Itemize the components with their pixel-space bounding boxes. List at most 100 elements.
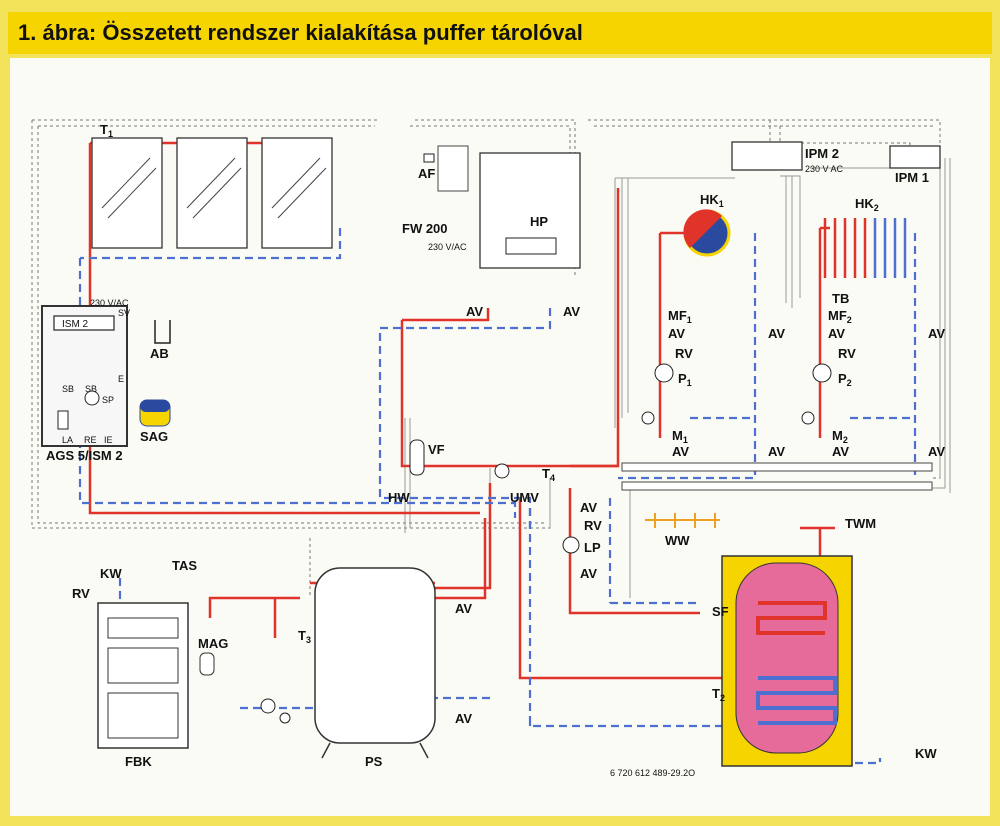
dhw-tank [735, 562, 839, 754]
label-ww: WW [665, 533, 690, 548]
label-t3: T3 [298, 628, 311, 645]
ww-taps-icon [645, 513, 720, 528]
label-kw-right: KW [915, 746, 937, 761]
label-af: AF [418, 166, 435, 181]
label-re: RE [84, 435, 97, 445]
label-p1: P1 [678, 371, 692, 388]
label-av-m2-b: AV [928, 444, 945, 459]
label-ps: PS [365, 754, 383, 769]
label-ipm1: IPM 1 [895, 170, 929, 185]
label-sp: SP [102, 395, 114, 405]
label-av-m1-b: AV [768, 444, 785, 459]
heating-coil-icon [756, 676, 837, 725]
diagram-canvas: T1 ISM 2 230 V/AC SV SB SB SP E LA RE IE… [10, 58, 990, 816]
label-av-hk2-b: AV [928, 326, 945, 341]
solar-collectors [91, 137, 333, 249]
label-av-hk1-b: AV [768, 326, 785, 341]
pump-p2-icon [812, 363, 832, 383]
ipm2-module [731, 141, 803, 171]
solar-coil-icon [756, 601, 827, 635]
return-manifold [621, 481, 933, 491]
mixer-m2-motor-icon [801, 411, 815, 425]
label-av-lp-a: AV [580, 500, 597, 515]
title-bar: 1. ábra: Összetett rendszer kialakítása … [8, 12, 992, 54]
flow-manifold [621, 462, 933, 472]
label-av-boiler-right: AV [563, 304, 580, 319]
label-hk2: HK2 [855, 196, 879, 213]
af-sensor [423, 153, 435, 163]
mag-vessel-icon [199, 652, 215, 676]
label-mag: MAG [198, 636, 228, 651]
label-rv2: RV [838, 346, 856, 361]
label-m2: M2 [832, 428, 848, 445]
boiler-mixer-motor-icon [279, 712, 291, 724]
mixer-m1-motor-icon [641, 411, 655, 425]
boiler-pump-icon [260, 698, 276, 714]
label-vf: VF [428, 442, 445, 457]
label-mf2: MF2 [828, 308, 852, 325]
label-ism2: ISM 2 [62, 319, 89, 330]
label-e: E [118, 374, 124, 384]
label-voltage-fw: 230 V/AC [428, 242, 467, 252]
label-rv-lp: RV [584, 518, 602, 533]
label-ab: AB [150, 346, 169, 361]
hk2-floor-heating-icon [823, 218, 867, 278]
label-p2: P2 [838, 371, 852, 388]
fw200-controller [505, 237, 557, 255]
ab-vessel-icon [154, 320, 171, 344]
label-hk1: HK1 [700, 192, 724, 209]
label-av-ps-a: AV [455, 601, 472, 616]
label-kw-left: KW [100, 566, 122, 581]
label-av-m1-a: AV [672, 444, 689, 459]
pump-lp-icon [562, 536, 580, 554]
label-ipm2: IPM 2 [805, 146, 839, 161]
label-sb1: SB [62, 384, 74, 394]
wall-icon [437, 145, 469, 192]
collector-1 [91, 137, 163, 249]
label-sag: SAG [140, 429, 168, 444]
collector-3 [261, 137, 333, 249]
label-t1: T1 [100, 122, 113, 139]
label-av-hk1-a: AV [668, 326, 685, 341]
pump-p1-icon [654, 363, 674, 383]
label-ie: IE [104, 435, 113, 445]
label-twm: TWM [845, 516, 876, 531]
label-fw200: FW 200 [402, 221, 448, 236]
label-sb2: SB [85, 384, 97, 394]
label-voltage-ipm: 230 V AC [805, 164, 844, 174]
label-m1: M1 [672, 428, 688, 445]
label-la: LA [62, 435, 73, 445]
label-lp: LP [584, 540, 601, 555]
label-voltage-ism: 230 V/AC [90, 298, 129, 308]
label-sf: SF [712, 604, 729, 619]
ipm1-module [889, 145, 941, 169]
label-umv: UMV [510, 490, 539, 505]
label-fbk: FBK [125, 754, 152, 769]
label-mf1: MF1 [668, 308, 692, 325]
puffer-tank [314, 567, 436, 744]
umv-motor-icon [494, 463, 510, 479]
label-t2: T2 [712, 686, 725, 703]
figure-code: 6 720 612 489-29.2O [610, 768, 695, 778]
label-ags: AGS 5/ISM 2 [46, 448, 123, 463]
label-av-ps-b: AV [455, 711, 472, 726]
ism2-module [53, 315, 115, 331]
collector-2 [176, 137, 248, 249]
figure-title: 1. ábra: Összetett rendszer kialakítása … [18, 20, 583, 45]
label-sv: SV [118, 308, 130, 318]
label-hp: HP [530, 214, 548, 229]
label-tas: TAS [172, 558, 197, 573]
label-tb: TB [832, 291, 849, 306]
system-diagram: T1 ISM 2 230 V/AC SV SB SB SP E LA RE IE… [31, 119, 951, 778]
hydraulic-switch-hw [409, 439, 425, 476]
label-rv-left: RV [72, 586, 90, 601]
label-av-m2-a: AV [832, 444, 849, 459]
label-hw: HW [388, 490, 410, 505]
solar-pump-icon [84, 390, 100, 406]
la-element [57, 410, 69, 430]
label-rv1: RV [675, 346, 693, 361]
label-t4: T4 [542, 466, 555, 483]
label-av-boiler-left: AV [466, 304, 483, 319]
label-av-lp-b: AV [580, 566, 597, 581]
